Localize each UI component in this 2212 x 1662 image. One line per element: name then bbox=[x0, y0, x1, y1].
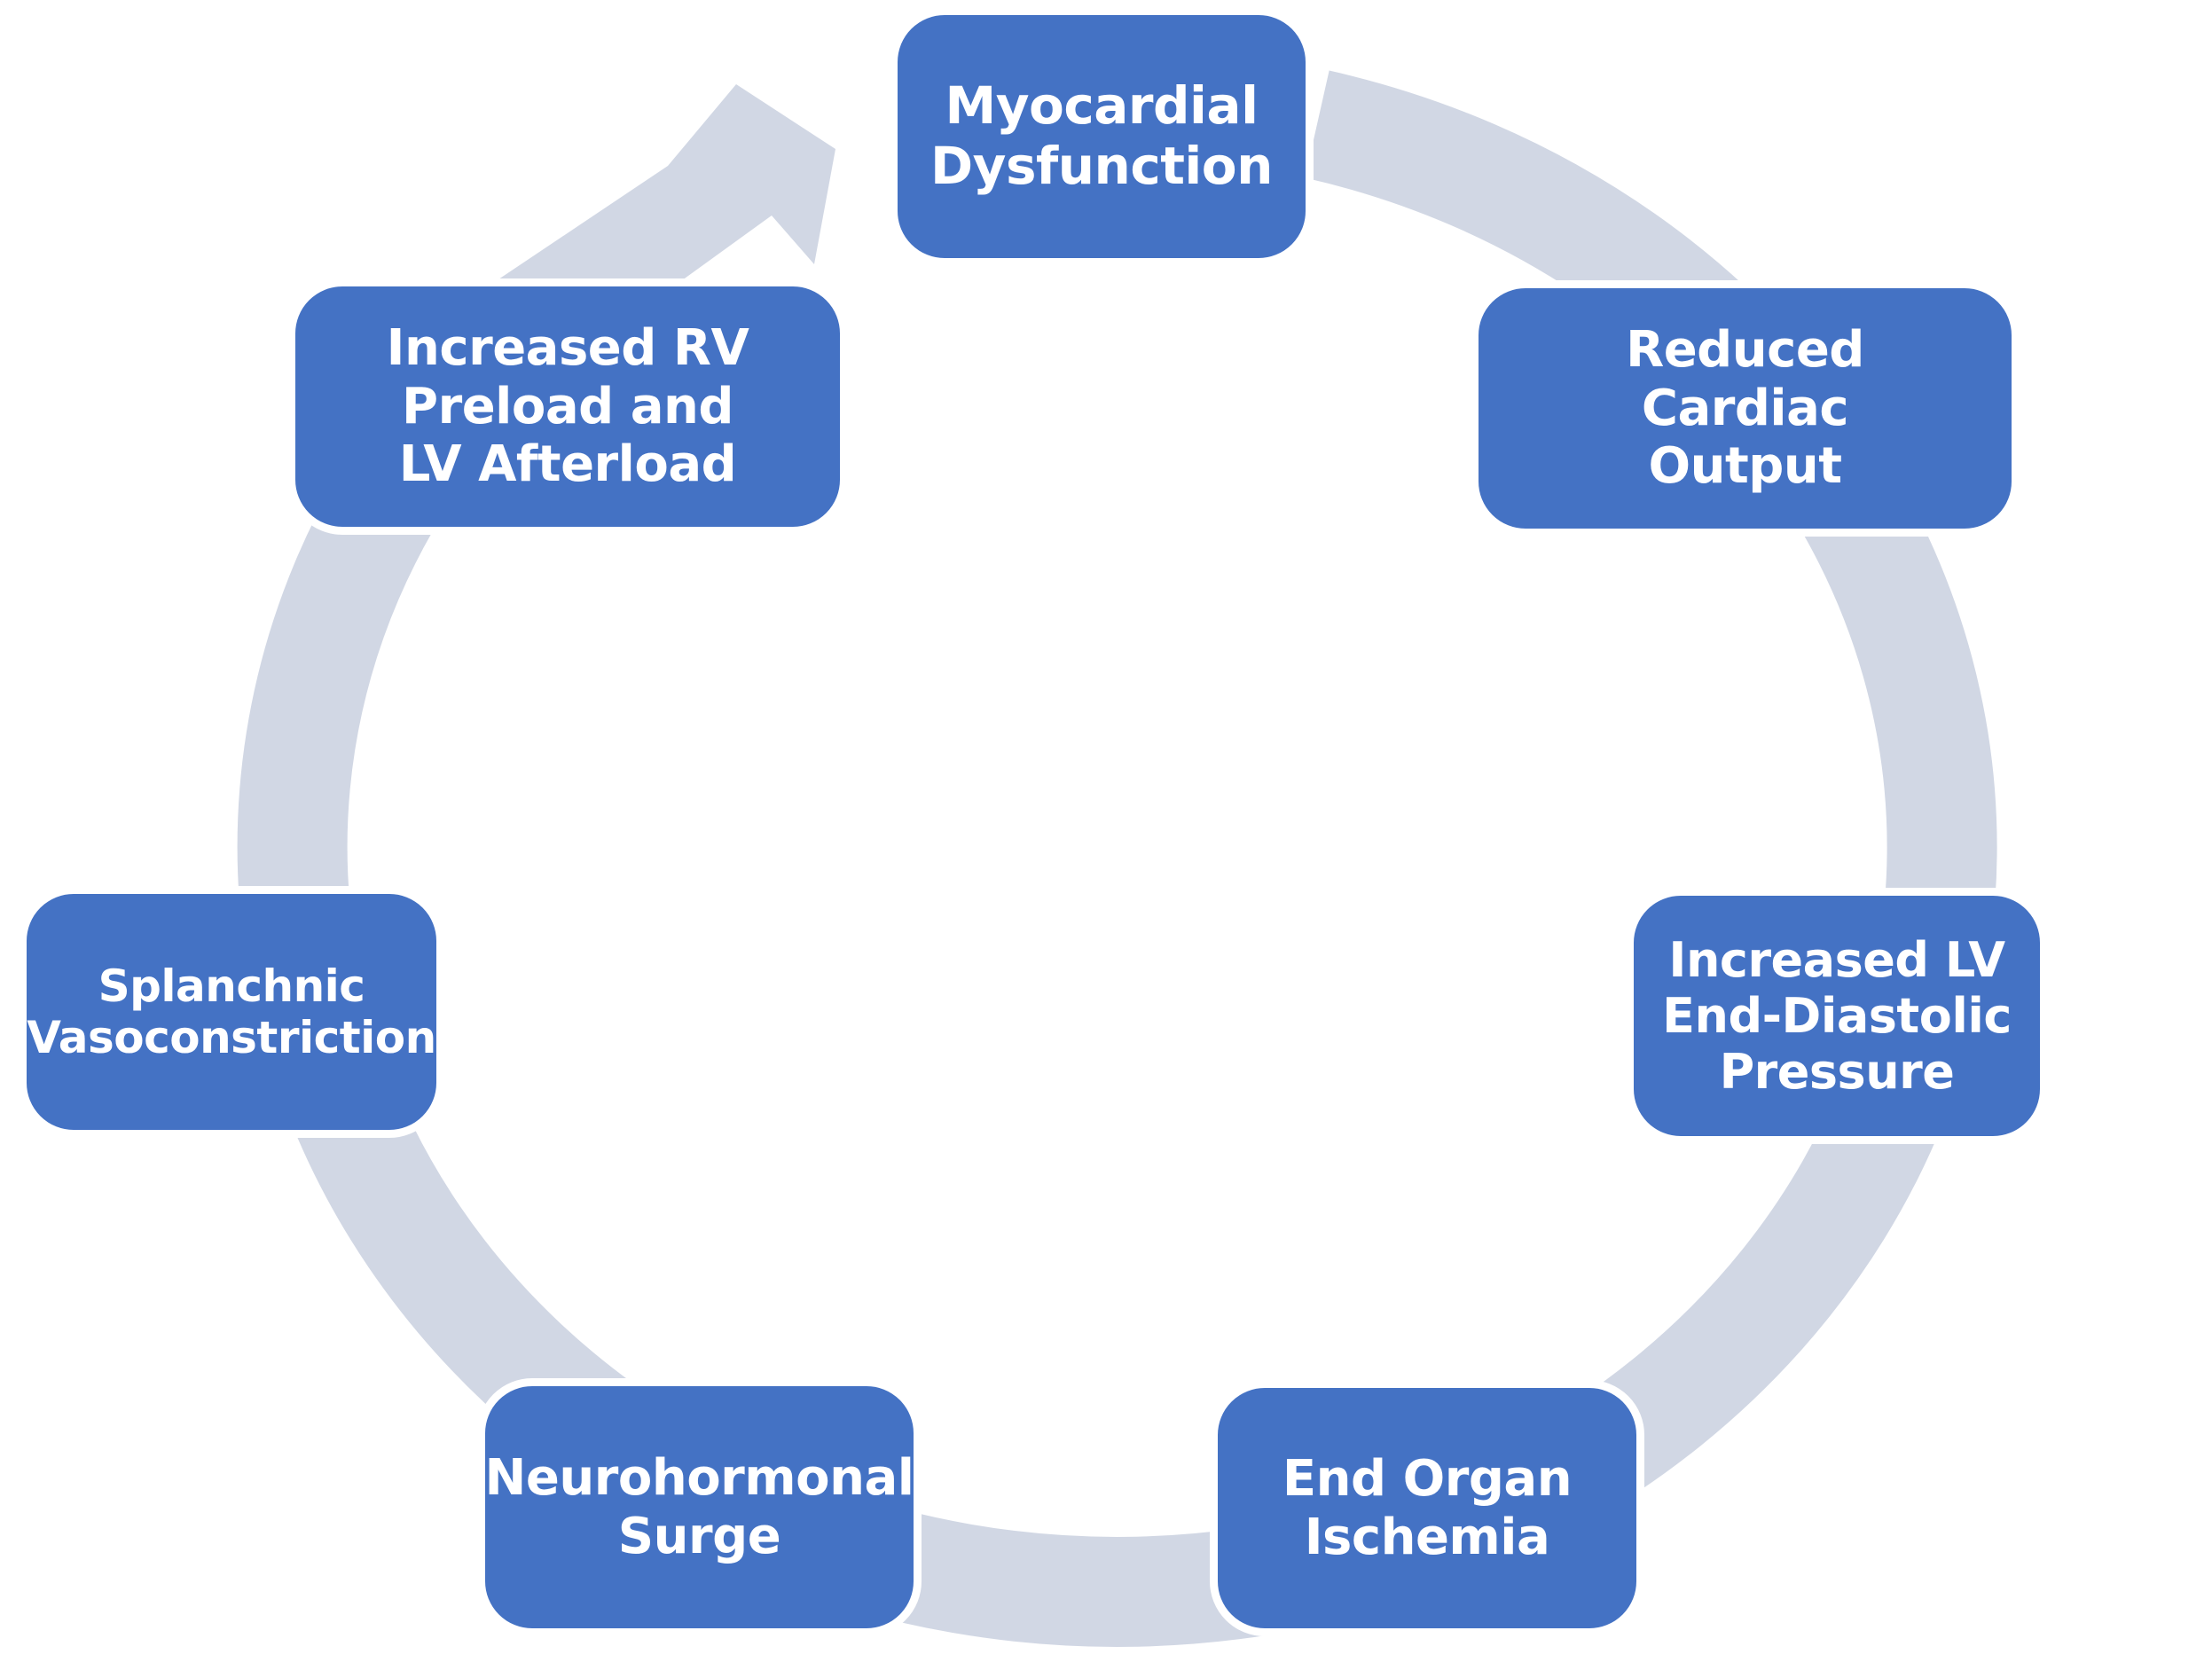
node-label: Splanchnic Vasoconstriction bbox=[27, 960, 436, 1064]
cycle-node-end-organ-ischemia: End Organ Ischemia bbox=[1210, 1380, 1644, 1636]
node-label: Increased LV End-Diastolic Pressure bbox=[1662, 931, 2012, 1101]
cycle-node-increased-rv-preload-and-lv-afterload: Increased RV Preload and LV Afterload bbox=[287, 278, 848, 535]
node-label: End Organ Ischemia bbox=[1282, 1449, 1573, 1566]
cycle-node-neurohormonal-surge: Neurohormonal Surge bbox=[477, 1378, 922, 1636]
node-label: Myocardial Dysfunction bbox=[930, 75, 1273, 196]
cycle-node-increased-lv-end-diastolic-pressure: Increased LV End-Diastolic Pressure bbox=[1626, 888, 2048, 1144]
node-label: Neurohormonal Surge bbox=[484, 1448, 914, 1565]
cycle-node-myocardial-dysfunction: Myocardial Dysfunction bbox=[890, 7, 1314, 266]
node-label: Reduced Cardiac Output bbox=[1626, 321, 1864, 496]
cycle-node-reduced-cardiac-output: Reduced Cardiac Output bbox=[1471, 280, 2020, 537]
node-label: Increased RV Preload and LV Afterload bbox=[386, 319, 749, 494]
cycle-node-splanchnic-vasoconstriction: Splanchnic Vasoconstriction bbox=[19, 886, 444, 1138]
